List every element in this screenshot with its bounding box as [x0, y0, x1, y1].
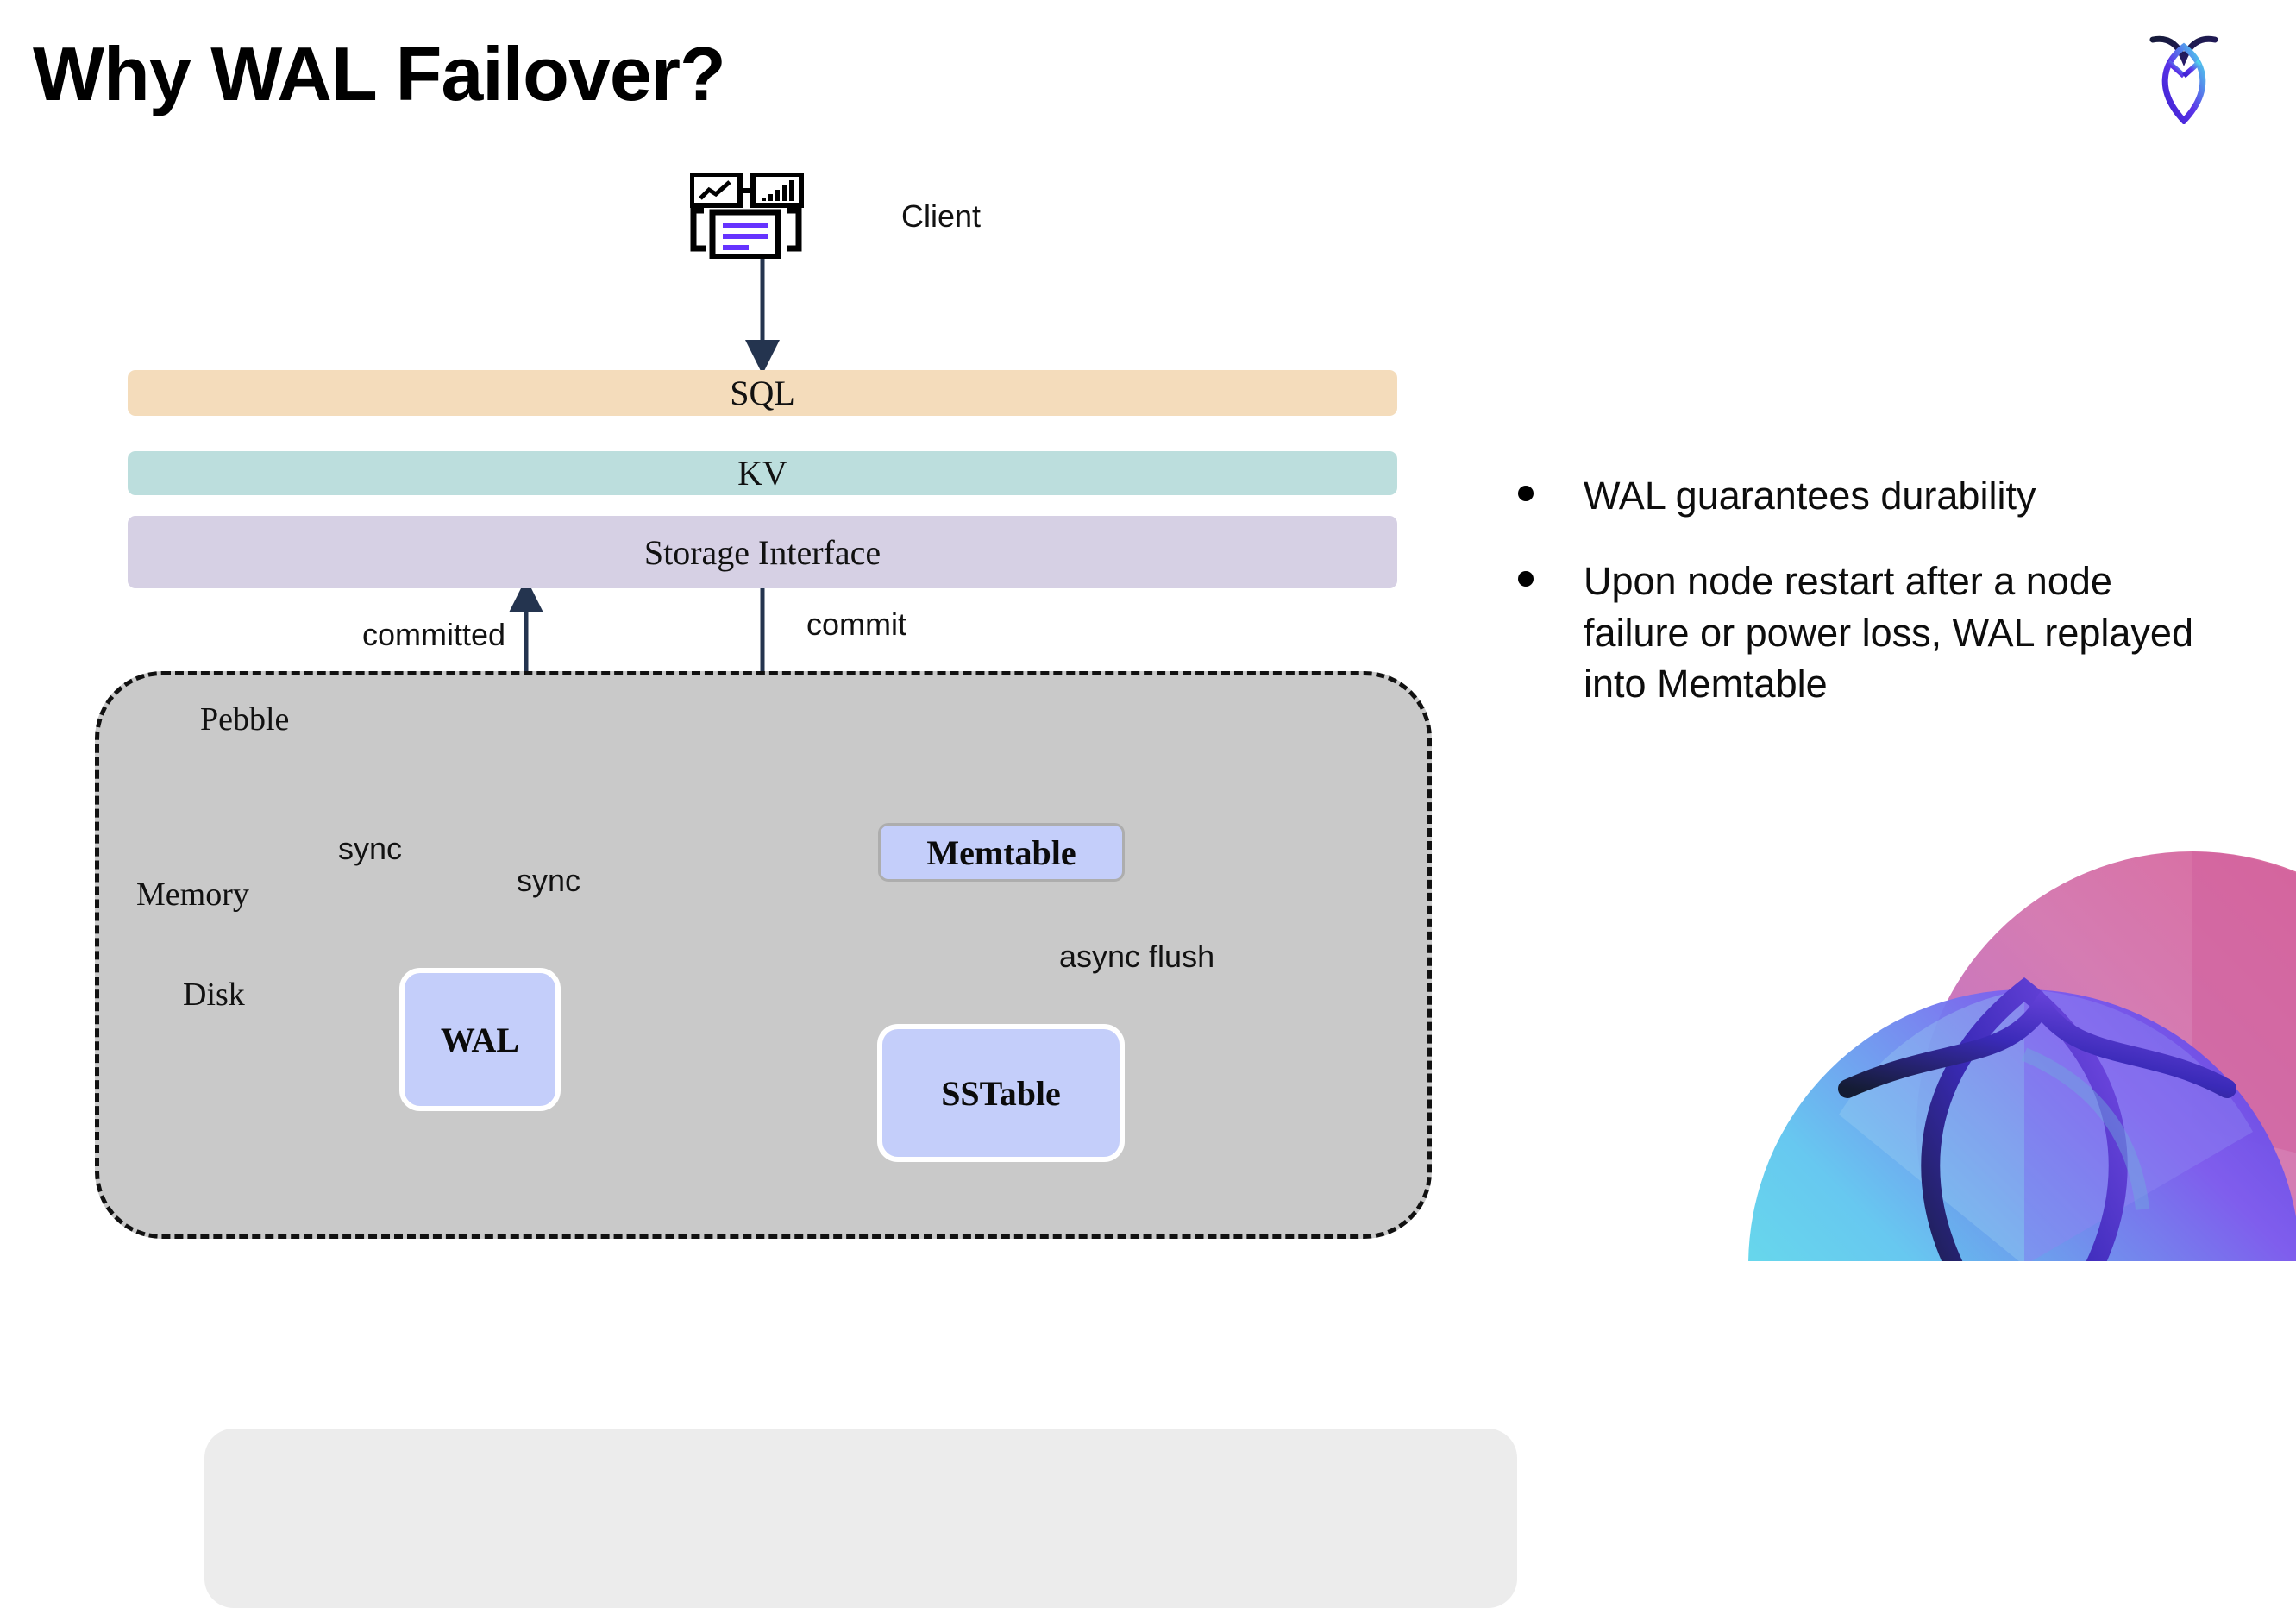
layer-bar-sql[interactable]: SQL — [128, 370, 1397, 416]
memory-label: Memory — [136, 876, 249, 913]
pebble-label: Pebble — [200, 701, 290, 738]
node-memtable[interactable]: Memtable — [878, 823, 1125, 882]
client-devices-icon — [689, 172, 828, 261]
memory-region — [204, 1429, 1517, 1608]
edge-label-sync-right: sync — [517, 863, 581, 898]
node-wal[interactable]: WAL — [399, 968, 561, 1111]
cockroachdb-logo-icon — [2149, 24, 2218, 126]
architecture-diagram: Client SQL KV Storage Interface Pebble M… — [95, 172, 1517, 1608]
list-item: WAL guarantees durability — [1518, 470, 2225, 521]
bullet-text: WAL guarantees durability — [1584, 474, 2036, 518]
bullet-dot-icon — [1518, 486, 1534, 501]
bullet-dot-icon — [1518, 571, 1534, 587]
layer-bar-storage[interactable]: Storage Interface — [128, 516, 1397, 588]
bullet-list: WAL guarantees durability Upon node rest… — [1518, 470, 2225, 744]
node-sstable[interactable]: SSTable — [877, 1024, 1125, 1162]
list-item: Upon node restart after a node failure o… — [1518, 556, 2225, 709]
edge-label-async-flush: async flush — [1059, 939, 1215, 974]
edge-label-sync-left: sync — [338, 831, 403, 866]
bullet-text: Upon node restart after a node failure o… — [1584, 559, 2193, 707]
page-title: Why WAL Failover? — [33, 31, 726, 116]
disk-label: Disk — [183, 977, 245, 1013]
decorative-logo-artwork — [1744, 830, 2296, 1261]
layer-bar-kv[interactable]: KV — [128, 451, 1397, 495]
edge-label-commit: commit — [806, 606, 906, 642]
pebble-container — [95, 671, 1517, 1608]
edge-label-committed: committed — [362, 617, 506, 652]
client-label: Client — [901, 198, 982, 234]
